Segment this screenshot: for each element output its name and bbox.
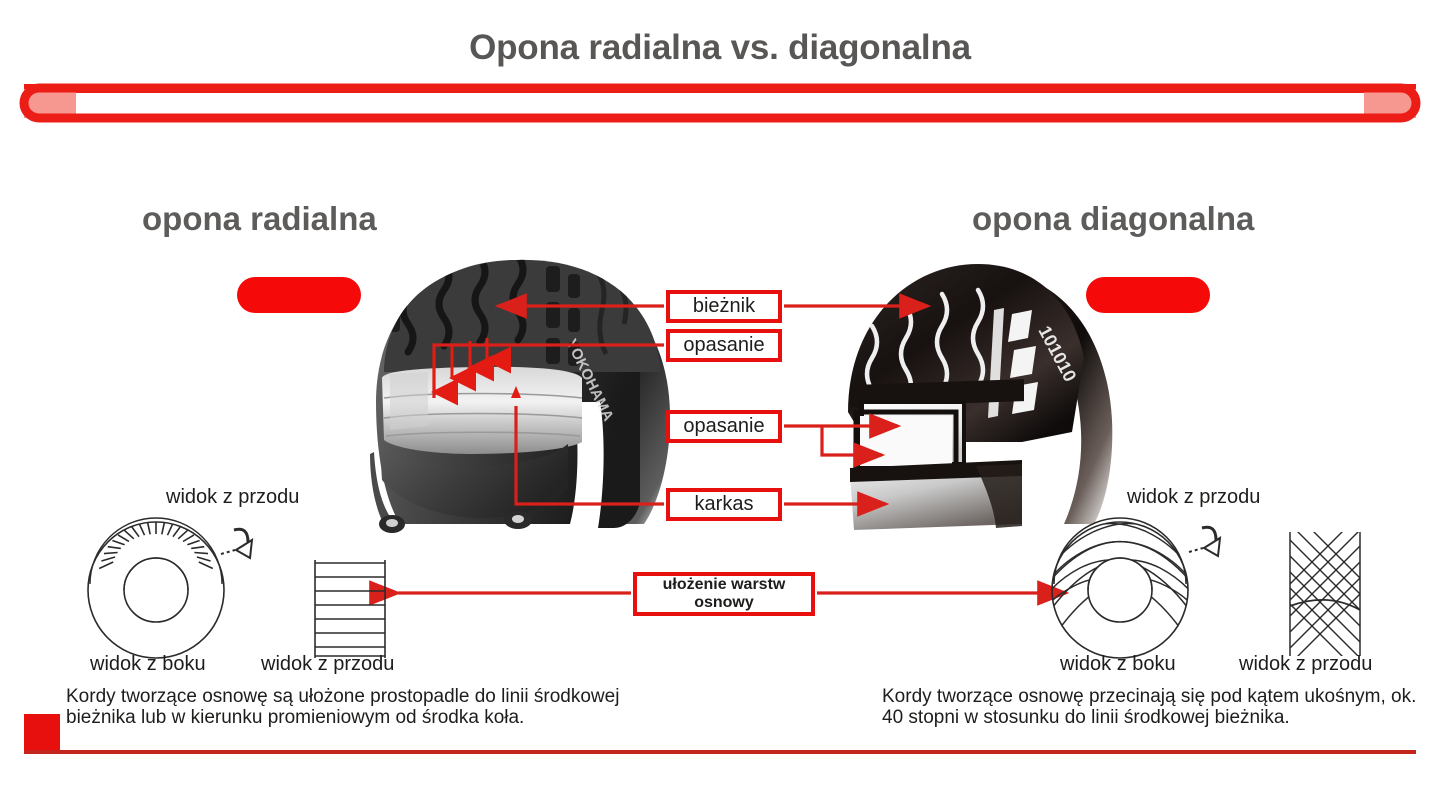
ply-patch-inner <box>860 416 952 466</box>
radial-cord-diagrams: widok z przodu widok z boku widok z przo… <box>78 486 468 678</box>
ply-layout-line-1: ułożenie warstw <box>662 575 786 593</box>
ply-layout-line-2: osnowy <box>694 594 754 611</box>
bead-left-core <box>386 519 398 527</box>
callout-carcass[interactable]: karkas <box>666 488 782 521</box>
view-direction-pointer-icon <box>220 527 254 560</box>
radial-cord-spokes <box>98 522 214 570</box>
callout-belt-diagonal[interactable]: opasanie <box>666 410 782 443</box>
diagonal-lower-shade <box>976 464 1022 528</box>
section-heading-radial: opona radialna <box>142 200 377 237</box>
section-heading-diagonal: opona diagonalna <box>972 200 1255 237</box>
diagonal-lower-edge <box>850 460 1022 482</box>
description-diagonal: Kordy tworzące osnowę przecinają się pod… <box>882 686 1417 729</box>
left-front-view-label-top: widok z przodu <box>166 486 300 508</box>
accent-pill-right <box>1086 277 1210 313</box>
left-side-view-label: widok z boku <box>90 653 206 675</box>
right-side-view-label: widok z boku <box>1060 653 1176 675</box>
bottom-decorative-bar <box>0 706 1440 768</box>
bottom-accent-square <box>24 714 60 754</box>
diagonal-lower-band <box>850 466 1022 530</box>
banner-top-edge <box>24 84 1416 89</box>
diagonal-cord-mesh <box>1051 521 1188 659</box>
bottom-red-line <box>24 750 1416 754</box>
accent-pill-left <box>237 277 361 313</box>
callout-belt-radial[interactable]: opasanie <box>666 329 782 362</box>
diagonal-cord-boundary-arcs <box>1053 517 1187 591</box>
bead-right-core <box>512 515 524 523</box>
right-front-view-label-bottom: widok z przodu <box>1239 653 1373 675</box>
callout-ply-layout[interactable]: ułożenie warstw osnowy <box>633 572 815 616</box>
tire-cut-edge <box>370 452 398 528</box>
diagonal-cord-diagrams: widok z przodu widok z boku widok z przo… <box>1042 486 1440 678</box>
view-direction-pointer-icon <box>1188 525 1222 558</box>
top-decorative-banner <box>0 83 1440 126</box>
radial-tire-outer-circle <box>87 521 225 659</box>
callout-tread[interactable]: bieżnik <box>666 290 782 323</box>
radial-front-view-cords <box>314 560 386 658</box>
radial-cord-outer-arc <box>89 517 223 585</box>
radial-cord-inner-arc <box>123 557 189 591</box>
left-front-view-label-bottom: widok z przodu <box>261 653 395 675</box>
tread-pattern <box>384 259 660 372</box>
right-front-view-label-top: widok z przodu <box>1127 486 1261 508</box>
diagonal-tire-outer-circle <box>1051 521 1189 659</box>
diagonal-sidewall-arch <box>998 272 1113 524</box>
diagonal-front-view-panel <box>1289 532 1361 656</box>
description-radial: Kordy tworzące osnowę są ułożone prostop… <box>66 686 620 729</box>
page-title: Opona radialna vs. diagonalna <box>469 28 971 67</box>
belt-highlight <box>390 372 428 430</box>
